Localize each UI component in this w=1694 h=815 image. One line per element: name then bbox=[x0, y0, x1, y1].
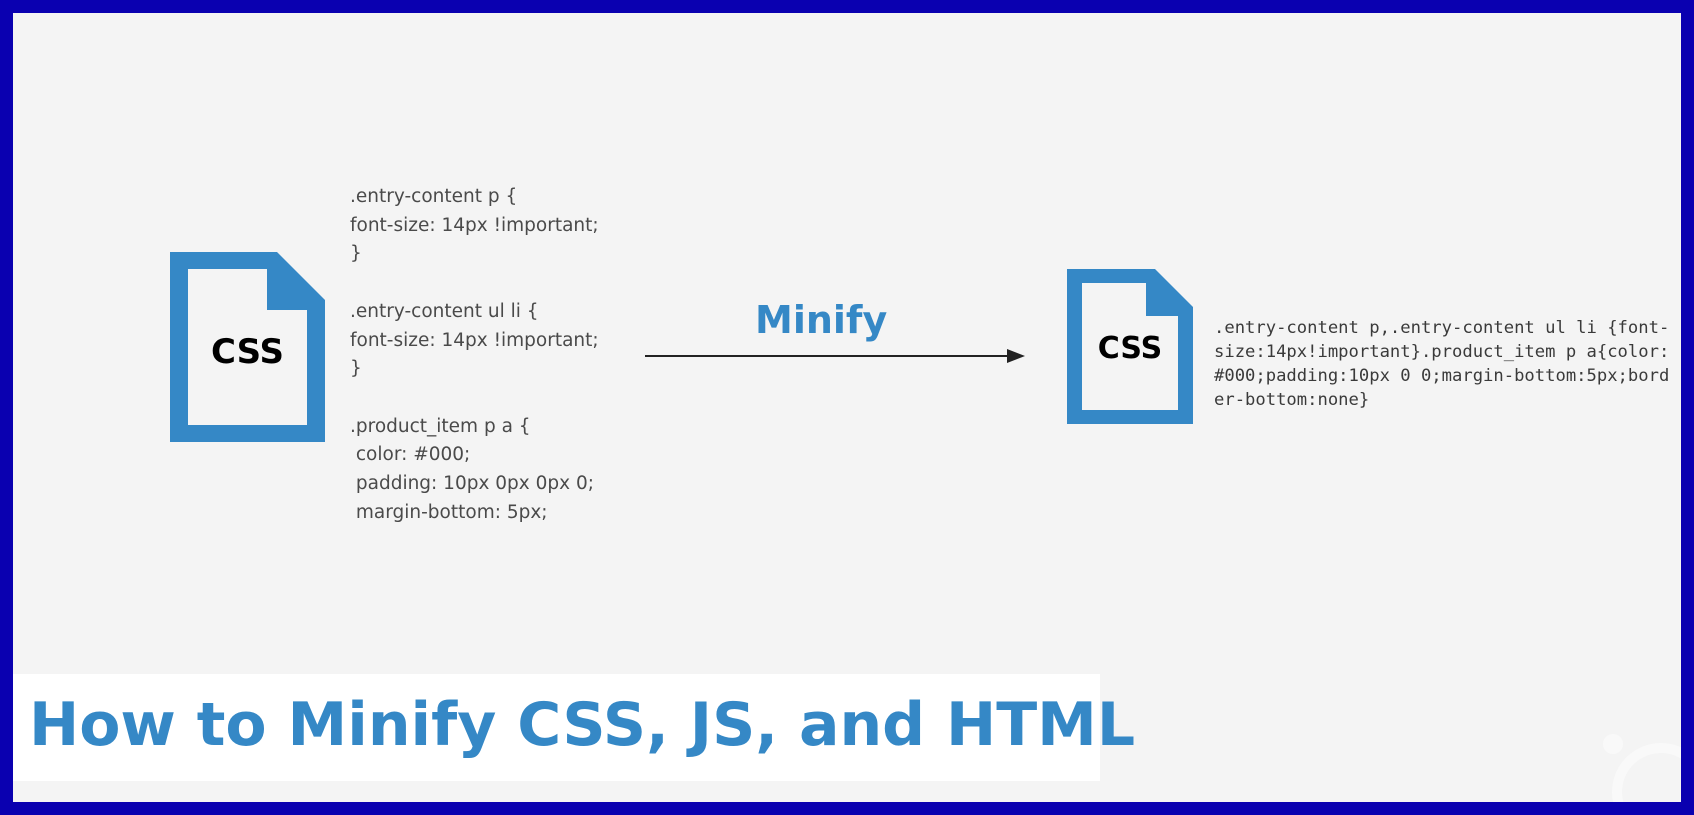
code-line: font-size: 14px !important; bbox=[350, 214, 599, 236]
original-css-code: .entry-content p { font-size: 14px !impor… bbox=[350, 183, 599, 527]
file-shape bbox=[170, 252, 325, 442]
code-blank-line bbox=[350, 269, 599, 298]
code-line: .entry-content ul li { bbox=[350, 300, 539, 322]
code-line: } bbox=[350, 358, 362, 380]
code-line: color: #000; bbox=[350, 444, 471, 466]
file-label: CSS bbox=[1097, 331, 1163, 366]
file-shape bbox=[1067, 269, 1193, 424]
code-blank-line bbox=[350, 384, 599, 413]
file-label: CSS bbox=[210, 332, 285, 372]
code-line: font-size: 14px !important; bbox=[350, 329, 599, 351]
code-line: .product_item p a { bbox=[350, 415, 531, 437]
code-line: padding: 10px 0px 0px 0; bbox=[350, 473, 594, 494]
minified-css-code: .entry-content p,.entry-content ul li {f… bbox=[1214, 318, 1670, 410]
logo-watermark-icon bbox=[1603, 734, 1681, 802]
title-banner: How to Minify CSS, JS, and HTML bbox=[13, 674, 1135, 781]
minify-label: Minify bbox=[755, 298, 888, 342]
arrow-icon bbox=[645, 349, 1025, 363]
page-title: How to Minify CSS, JS, and HTML bbox=[29, 690, 1136, 760]
code-line: } bbox=[350, 243, 362, 265]
code-line: .entry-content p { bbox=[350, 186, 518, 207]
slide-canvas: CSS .entry-content p { font-size: 14px !i… bbox=[13, 13, 1681, 802]
css-file-icon: CSS bbox=[170, 252, 325, 442]
minified-css-file-icon: CSS bbox=[1067, 269, 1193, 424]
code-line: margin-bottom: 5px; bbox=[350, 501, 548, 523]
